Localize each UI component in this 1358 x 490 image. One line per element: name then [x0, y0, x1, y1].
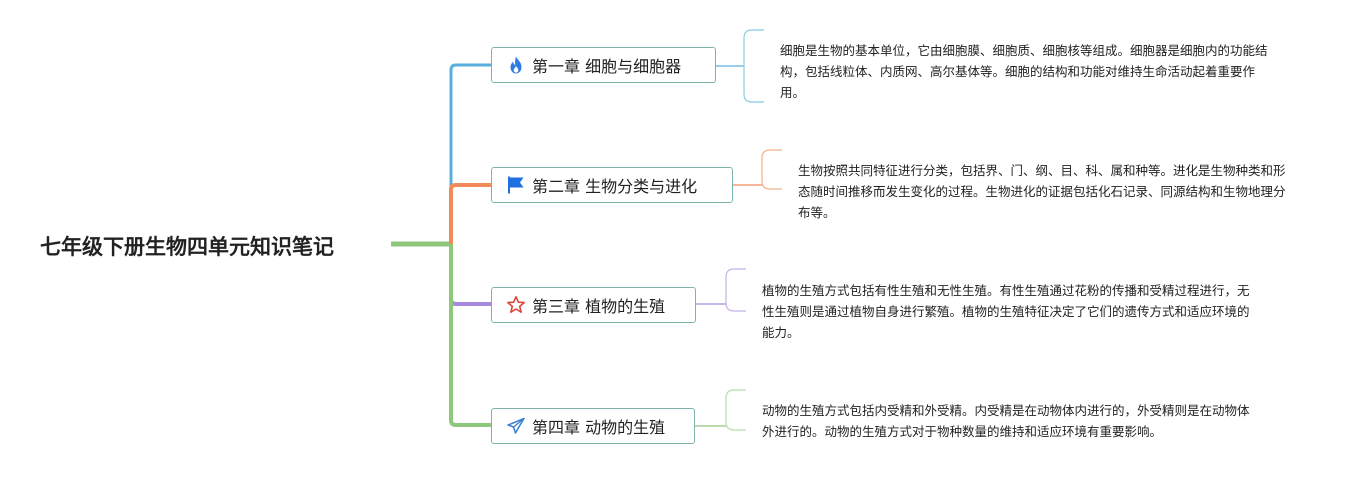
branch-connector-4: [449, 244, 491, 427]
fire-icon: [506, 55, 526, 75]
chapter-title-3: 第三章 植物的生殖: [532, 297, 666, 316]
chapter-note-3: 植物的生殖方式包括有性生殖和无性生殖。有性生殖通过花粉的传播和受精过程进行，无性…: [762, 283, 1250, 340]
note-bracket-2: [761, 149, 782, 190]
chapter-node-2[interactable]: 第二章 生物分类与进化: [491, 167, 733, 203]
branch-connector-2: [449, 183, 491, 244]
chapter-note-1: 细胞是生物的基本单位，它由细胞膜、细胞质、细胞核等组成。细胞器是细胞内的功能结构…: [780, 43, 1268, 100]
chapter-title-2: 第二章 生物分类与进化: [532, 177, 698, 196]
star-icon: [506, 295, 526, 315]
chapter-note-2: 生物按照共同特征进行分类，包括界、门、纲、目、科、属和种等。进化是生物种类和形态…: [798, 163, 1286, 220]
branch-connector-1: [449, 63, 491, 244]
chapter-node-3[interactable]: 第三章 植物的生殖: [491, 287, 696, 323]
note-bracket-1: [743, 29, 764, 103]
chapter-note-4: 动物的生殖方式包括内受精和外受精。内受精是在动物体内进行的，外受精则是在动物体外…: [762, 403, 1250, 439]
paper-plane-icon: [506, 416, 526, 436]
note-bracket-4: [725, 389, 746, 431]
chapter-title-1: 第一章 细胞与细胞器: [532, 57, 682, 76]
root-title[interactable]: 七年级下册生物四单元知识笔记: [40, 235, 334, 259]
branch-connector-3: [449, 244, 491, 306]
chapter-title-4: 第四章 动物的生殖: [532, 418, 666, 437]
flag-icon: [506, 175, 526, 195]
chapter-node-4[interactable]: 第四章 动物的生殖: [491, 408, 695, 444]
note-bracket-3: [725, 268, 746, 312]
chapter-node-1[interactable]: 第一章 细胞与细胞器: [491, 47, 716, 83]
